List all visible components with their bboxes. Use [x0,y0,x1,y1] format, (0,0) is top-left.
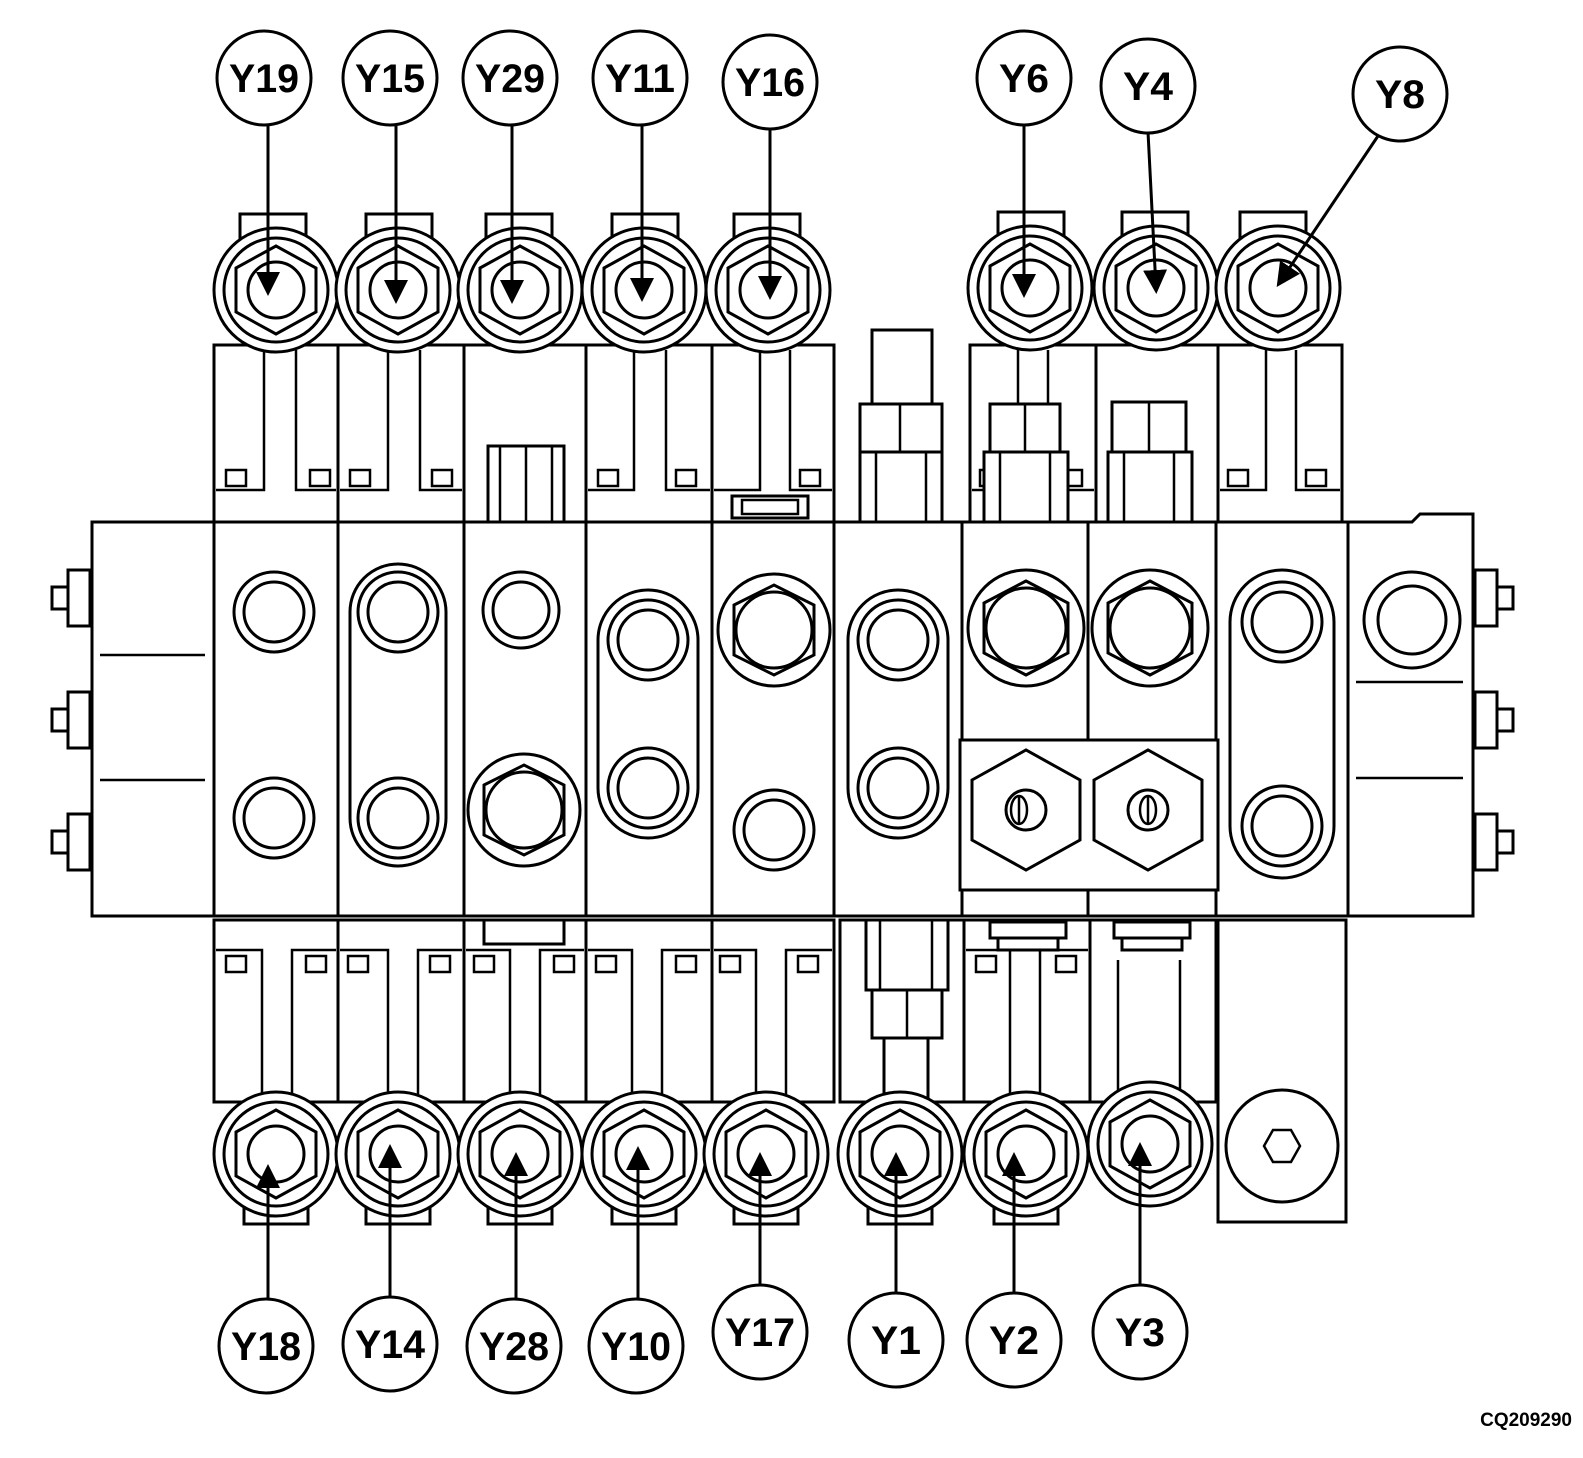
callout-label: Y29 [475,57,545,101]
callout-label: Y19 [229,57,299,101]
callout-y29: Y29 [461,29,559,127]
coil-y19 [212,226,340,354]
bottom-coils [212,1080,1214,1218]
coil-y18 [212,1090,340,1218]
callout-y8: Y8 [1351,45,1449,143]
callout-y1: Y1 [847,1291,945,1389]
callout-y4: Y4 [1099,37,1197,135]
coil-y15 [334,226,462,354]
face-ports [232,562,1462,880]
callout-label: Y1 [871,1319,921,1363]
bottom-solenoids [212,918,1348,1226]
top-solenoids [212,210,1344,524]
coil-y28 [456,1090,584,1218]
bottom-callouts: Y18 Y14 Y28 Y10 Y17 Y1 Y2 Y3 [217,1283,1189,1395]
coil-y8 [1214,224,1342,352]
top-callouts: Y19 Y15 Y29 Y11 Y16 Y6 Y4 Y8 [215,29,1449,143]
right-side-bolts [1473,568,1515,872]
figure-reference: CQ209290 [1480,1410,1572,1431]
bottom-solenoid-housings [212,918,1218,1104]
callout-y6: Y6 [975,29,1073,127]
coil-y3 [1086,1080,1214,1208]
callout-y16: Y16 [721,33,819,131]
coil-y17 [702,1090,830,1218]
callout-y28: Y28 [465,1297,563,1395]
callout-y14: Y14 [341,1295,439,1393]
left-side-bolts [50,568,92,872]
callout-label: Y18 [231,1325,301,1369]
callout-y3: Y3 [1091,1283,1189,1381]
top-fittings [486,328,1194,524]
coil-y14 [334,1090,462,1218]
bottom-end-plate [1216,918,1348,1224]
callout-label: Y17 [725,1311,795,1355]
callout-label: Y16 [735,61,805,105]
valve-main-body [50,512,1515,918]
callout-label: Y11 [605,57,675,101]
callout-label: Y8 [1375,73,1425,117]
coil-y1 [836,1090,964,1218]
coil-y2 [962,1090,1090,1218]
leader-y4 [1143,131,1168,294]
callout-label: Y3 [1115,1311,1165,1355]
callout-y11: Y11 [591,29,689,127]
top-coils [212,224,1342,354]
callout-label: Y2 [989,1319,1039,1363]
relief-valve-plate [958,738,1220,892]
callout-y10: Y10 [587,1297,685,1395]
callout-y15: Y15 [341,29,439,127]
coil-y29 [456,226,584,354]
callout-y17: Y17 [711,1283,809,1381]
callout-label: Y4 [1123,65,1174,109]
bottom-fitting [864,918,950,1100]
callout-label: Y28 [479,1325,549,1369]
coil-y10 [580,1090,708,1218]
callout-label: Y10 [601,1325,671,1369]
leader-lines [256,124,1384,1300]
leader-y8 [1276,129,1384,287]
coil-y16 [704,226,832,354]
callout-label: Y6 [999,57,1049,101]
callout-y2: Y2 [965,1291,1063,1389]
callout-y19: Y19 [215,29,313,127]
callout-y18: Y18 [217,1297,315,1395]
coil-y6 [966,224,1094,352]
coil-y11 [580,226,708,354]
callout-label: Y15 [355,57,425,101]
callout-label: Y14 [355,1323,426,1367]
